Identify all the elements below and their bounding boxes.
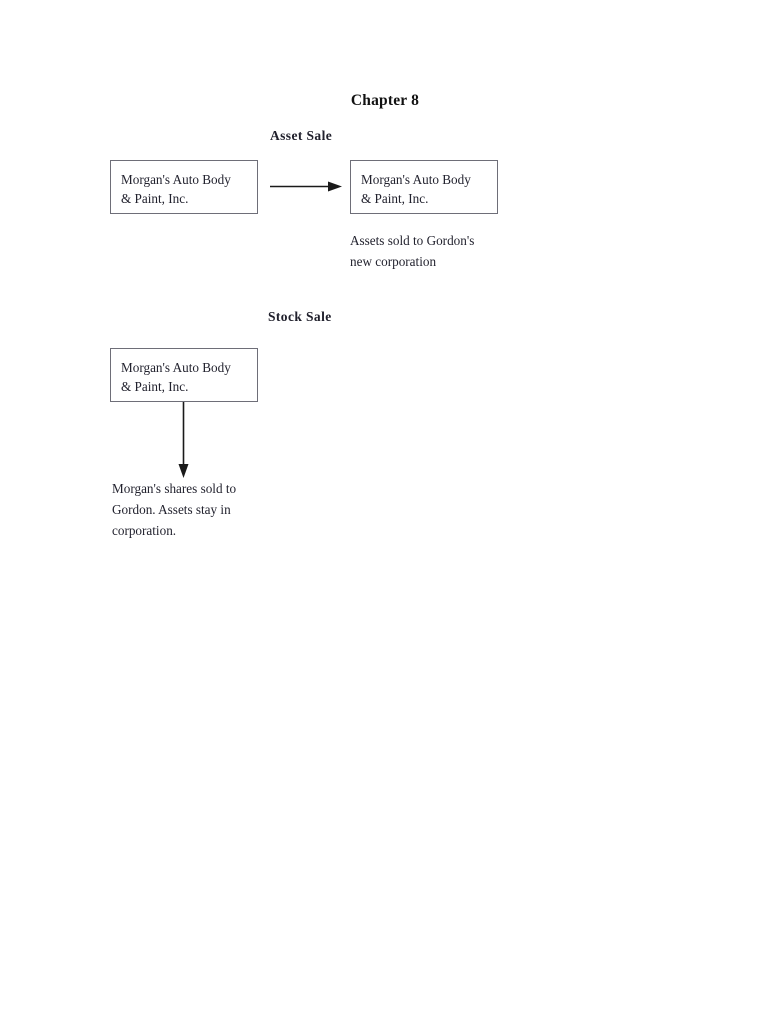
entity-name-line-2: & Paint, Inc.: [361, 191, 429, 206]
stock-sale-caption: Morgan's shares sold to Gordon. Assets s…: [112, 478, 312, 541]
entity-name-line-1: Morgan's Auto Body: [121, 172, 231, 187]
caption-line-3: corporation.: [112, 523, 177, 538]
caption-line-2: Gordon. Assets stay in: [112, 502, 231, 517]
asset-sale-right-arrow-icon: [270, 180, 342, 193]
entity-name-line-1: Morgan's Auto Body: [361, 172, 471, 187]
entity-name-line-1: Morgan's Auto Body: [121, 360, 231, 375]
caption-line-2: new corporation: [350, 254, 437, 269]
stock-sale-down-arrow-icon: [176, 402, 191, 478]
page-title: Chapter 8: [350, 92, 420, 109]
entity-name-line-2: & Paint, Inc.: [121, 379, 189, 394]
asset-sale-target-box: Morgan's Auto Body & Paint, Inc.: [350, 160, 498, 214]
stock-sale-origin-box: Morgan's Auto Body & Paint, Inc.: [110, 348, 258, 402]
entity-name-line-2: & Paint, Inc.: [121, 191, 189, 206]
asset-sale-caption: Assets sold to Gordon's new corporation: [350, 230, 550, 272]
section-heading-stock-sale: Stock Sale: [268, 309, 332, 324]
caption-line-1: Assets sold to Gordon's: [350, 233, 475, 248]
section-heading-asset-sale: Asset Sale: [270, 128, 333, 143]
asset-sale-origin-box: Morgan's Auto Body & Paint, Inc.: [110, 160, 258, 214]
caption-line-1: Morgan's shares sold to: [112, 481, 237, 496]
